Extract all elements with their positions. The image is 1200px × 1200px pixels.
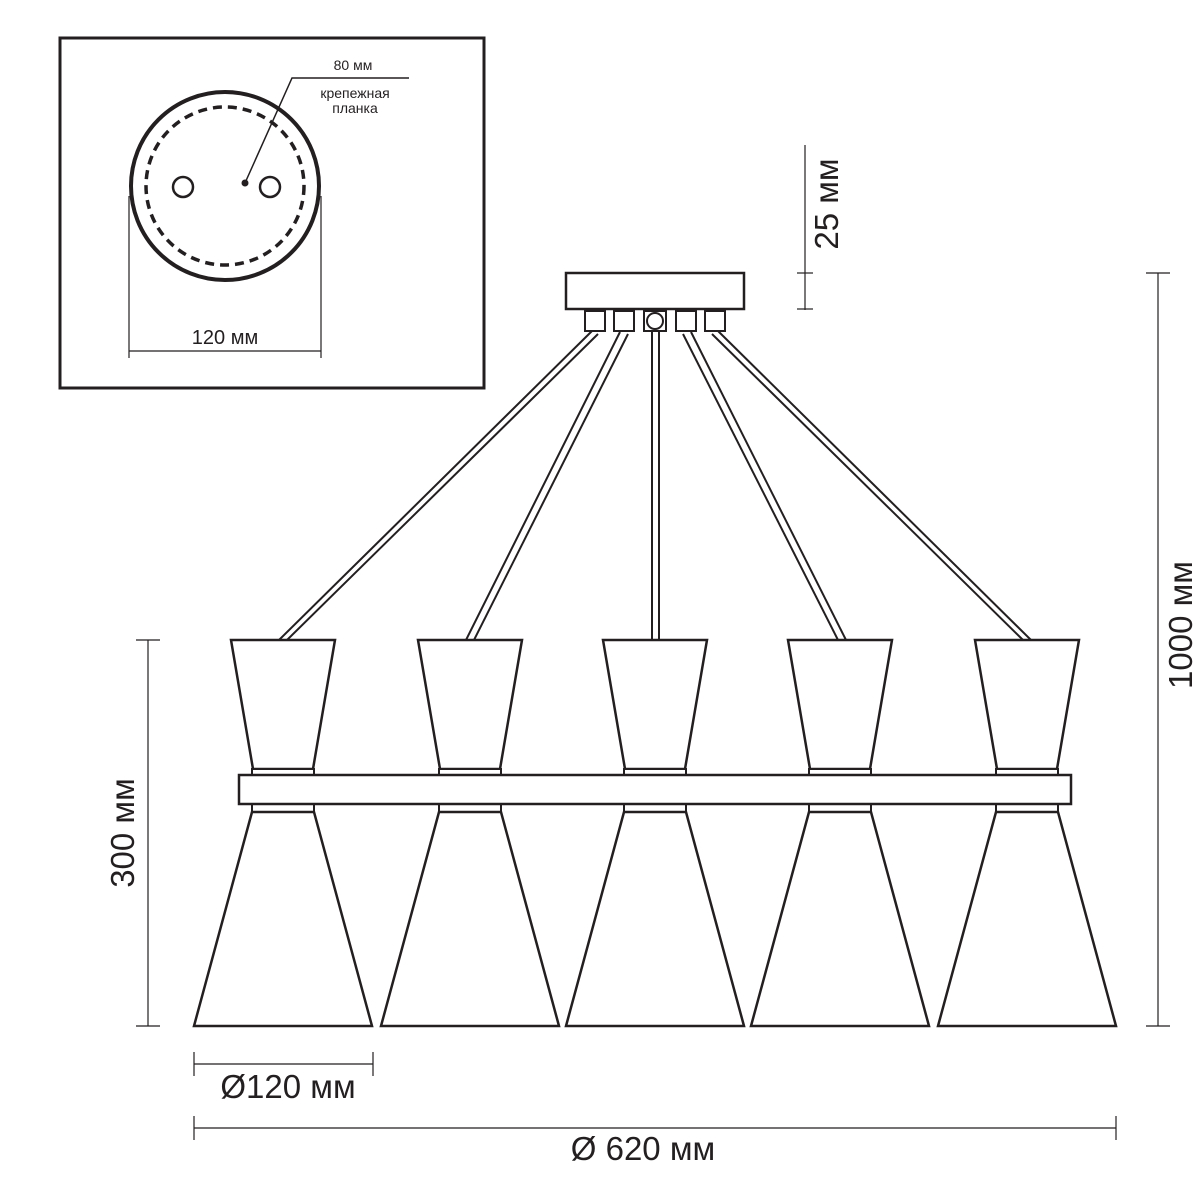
mounting-plate-dashed-circle [144, 105, 306, 267]
label-80mm: 80 мм [334, 57, 373, 73]
rod-3 [651, 331, 660, 640]
canopy-outer-circle [129, 90, 321, 282]
arm-socket-2 [613, 310, 635, 332]
lower-shade [192, 810, 374, 1028]
arm-socket-4 [675, 310, 697, 332]
lamp-4 [749, 638, 931, 1028]
upper-shade [973, 638, 1081, 771]
label-plate-line2: планка [332, 100, 378, 116]
lower-shade [936, 810, 1118, 1028]
lamp-shades [192, 638, 1118, 1028]
dim-overall-diameter: Ø 620 мм [193, 1116, 1117, 1167]
label-shade-diameter: Ø120 мм [220, 1068, 355, 1105]
canopy-plate [564, 271, 746, 311]
dim-shade-diameter: Ø120 мм [193, 1052, 374, 1105]
upper-shade [416, 638, 524, 771]
label-300mm: 300 мм [104, 778, 141, 888]
lower-shade [379, 810, 561, 1028]
upper-shade [786, 638, 894, 771]
lamp-1 [192, 638, 374, 1028]
horizontal-support-bar [237, 773, 1073, 806]
rod-4 [682, 331, 847, 641]
suspension-rods [278, 330, 1032, 641]
rod-2 [465, 331, 629, 641]
arm-socket-3-ring [646, 312, 664, 330]
lamp-5 [936, 638, 1118, 1028]
plate-leader-line [244, 77, 409, 184]
screw-hole-left [171, 175, 195, 199]
lower-shade [564, 810, 746, 1028]
inset-frame [58, 36, 486, 390]
upper-shade [601, 638, 709, 771]
mounting-plate-inset: 80 мм крепежная планка 120 мм [58, 36, 486, 390]
label-overall-diameter: Ø 620 мм [571, 1130, 715, 1167]
rod-1 [278, 330, 599, 641]
arm-socket-5 [704, 310, 726, 332]
label-1000mm: 1000 мм [1162, 561, 1199, 689]
screw-hole-right [258, 175, 282, 199]
dim-total-height: 1000 мм [1146, 272, 1199, 1027]
ceiling-canopy [564, 271, 746, 332]
upper-shade [229, 638, 337, 771]
dim-shade-height: 300 мм [104, 639, 160, 1027]
label-25mm: 25 мм [808, 158, 845, 249]
label-plate-line1: крепежная [320, 85, 389, 101]
dim-canopy-height: 25 мм [797, 145, 845, 310]
lamp-2 [379, 638, 561, 1028]
lower-shade [749, 810, 931, 1028]
rod-5 [711, 330, 1032, 641]
label-120mm: 120 мм [192, 327, 258, 349]
arm-socket-1 [584, 310, 606, 332]
lamp-3 [564, 638, 746, 1028]
